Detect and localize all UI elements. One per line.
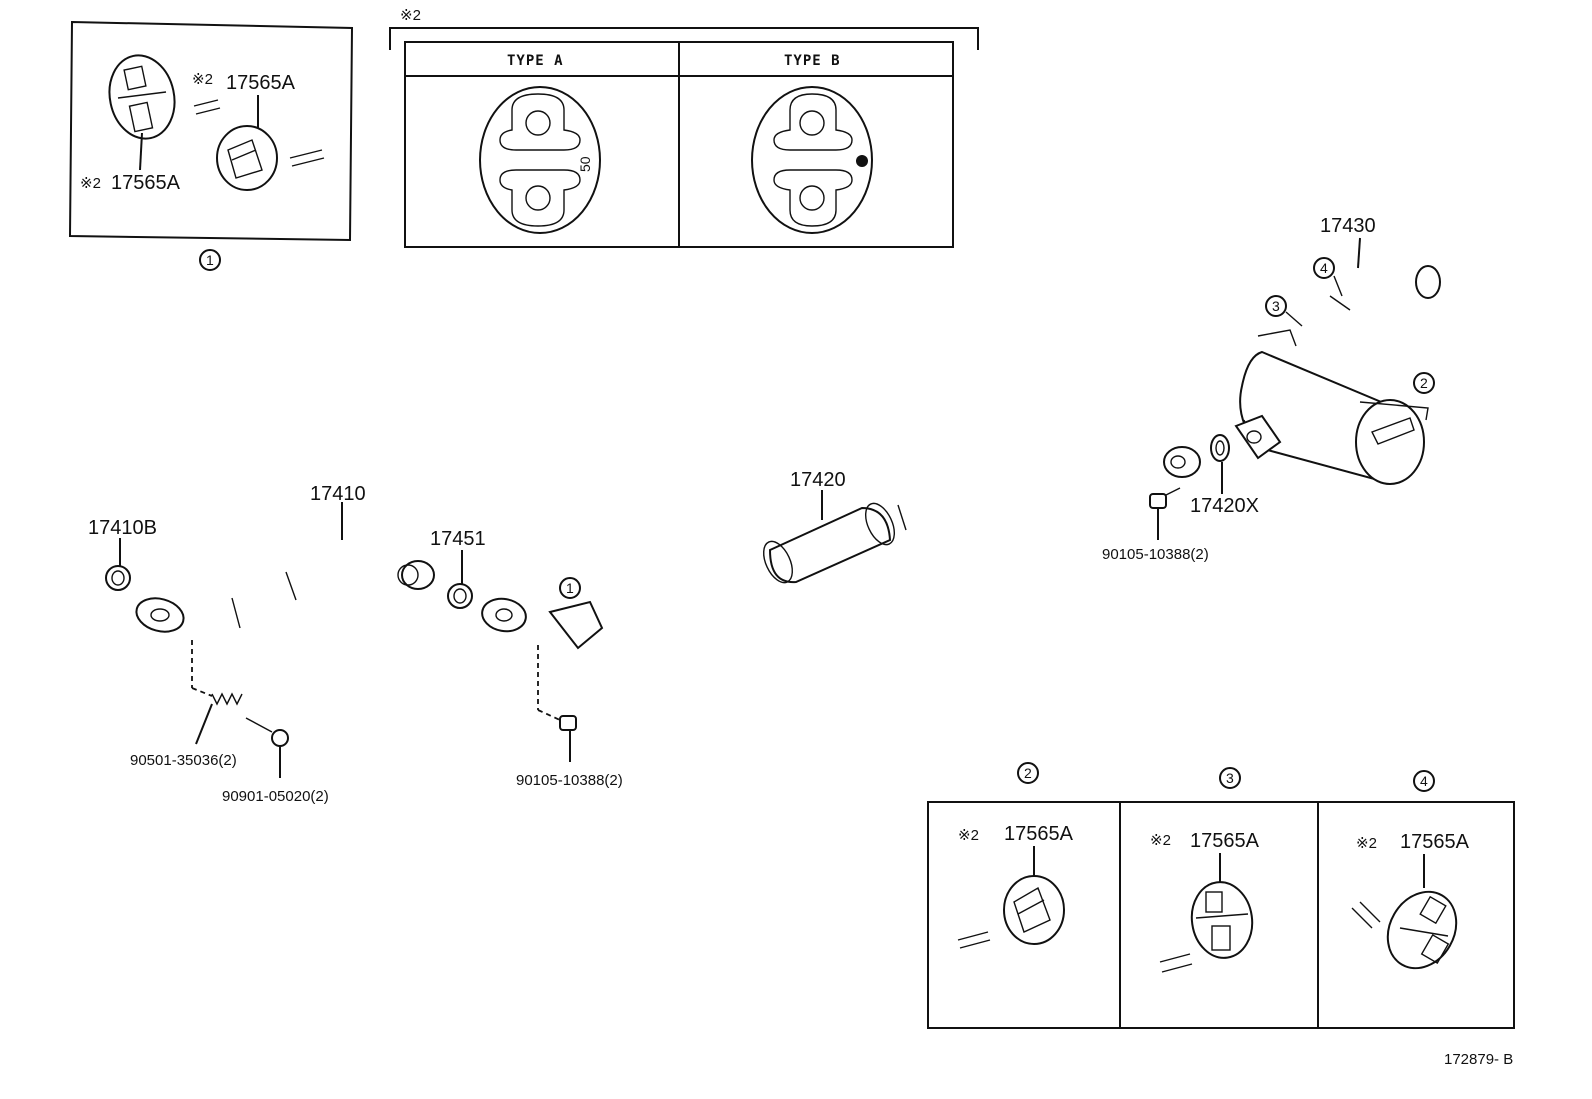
hanger-icon [108, 54, 176, 140]
callout-2-circle: 2 [1017, 762, 1039, 784]
type-a-hanger-icon: 50 [479, 86, 601, 234]
part-label-90901: 90901-05020(2) [222, 788, 329, 805]
type-a-mark: 50 [577, 156, 593, 172]
type-table: ※2 TYPE A TYPE B 50 [389, 7, 979, 248]
sheet-number: 172879- B [1444, 1051, 1513, 1068]
hanger-icon [1190, 881, 1254, 959]
part-label-17410: 17410 [310, 483, 366, 505]
part-label-17451: 17451 [430, 528, 486, 550]
callout-1-circle: 1 [559, 577, 581, 599]
svg-text:1: 1 [566, 580, 574, 596]
svg-text:4: 4 [1320, 260, 1328, 276]
part-label-90105-upper: 90105-10388(2) [1102, 546, 1209, 563]
note-mark: ※2 [400, 7, 421, 24]
note-mark: ※2 [192, 71, 213, 88]
spring-icon [211, 692, 243, 706]
part-label-17430: 17430 [1320, 215, 1376, 237]
type-b-hanger-icon [751, 86, 873, 234]
callout-3-circle: 3 [1219, 767, 1241, 789]
callout-1-circle: 1 [199, 249, 221, 271]
center-exhaust-pipe [481, 446, 1201, 650]
gasket-17451 [447, 583, 473, 609]
part-label-17565a: 17565A [1004, 823, 1074, 845]
part-label-90501: 90501-35036(2) [130, 752, 237, 769]
type-b-header: TYPE B [784, 53, 841, 69]
part-label-17410b: 17410B [88, 517, 157, 539]
hanger-detail-table: ※2 17565A ※2 17565A ※2 17565A [927, 801, 1515, 1029]
type-a-header: TYPE A [507, 53, 564, 69]
part-label-17420: 17420 [790, 469, 846, 491]
bolt-icon [559, 715, 577, 731]
hanger-icon [216, 125, 278, 191]
part-label-17565a: 17565A [111, 172, 181, 194]
bolt-icon [245, 717, 289, 747]
callout-3-circle: 3 [1265, 295, 1287, 317]
gasket-17420x [1210, 434, 1230, 462]
callout-4-circle: 4 [1413, 770, 1435, 792]
gasket-17410b [105, 565, 131, 591]
hanger-icon [1386, 890, 1458, 970]
part-label-17420x: 17420X [1190, 495, 1259, 517]
hanger-icon [1003, 875, 1065, 945]
svg-text:4: 4 [1420, 773, 1428, 789]
note-mark: ※2 [958, 827, 979, 844]
note-mark: ※2 [1150, 832, 1171, 849]
note-mark: ※2 [1356, 835, 1377, 852]
callout-2-circle: 2 [1413, 372, 1435, 394]
svg-text:2: 2 [1420, 375, 1428, 391]
part-label-17565a: 17565A [1400, 831, 1470, 853]
svg-text:1: 1 [206, 252, 214, 268]
callout-4-circle: 4 [1313, 257, 1335, 279]
muffler [1234, 264, 1441, 485]
part-label-90105-lower: 90105-10388(2) [516, 772, 623, 789]
bolt-icon [1149, 487, 1181, 509]
svg-text:3: 3 [1272, 298, 1280, 314]
front-exhaust-pipe [135, 535, 435, 635]
inset-hanger-1: ※2 17565A ※2 17565A [68, 20, 354, 242]
part-label-17565a: 17565A [226, 72, 296, 94]
part-label-17565a: 17565A [1190, 830, 1260, 852]
svg-text:2: 2 [1024, 765, 1032, 781]
svg-text:3: 3 [1226, 770, 1234, 786]
note-mark: ※2 [80, 175, 101, 192]
type-b-dot-mark [856, 155, 868, 167]
